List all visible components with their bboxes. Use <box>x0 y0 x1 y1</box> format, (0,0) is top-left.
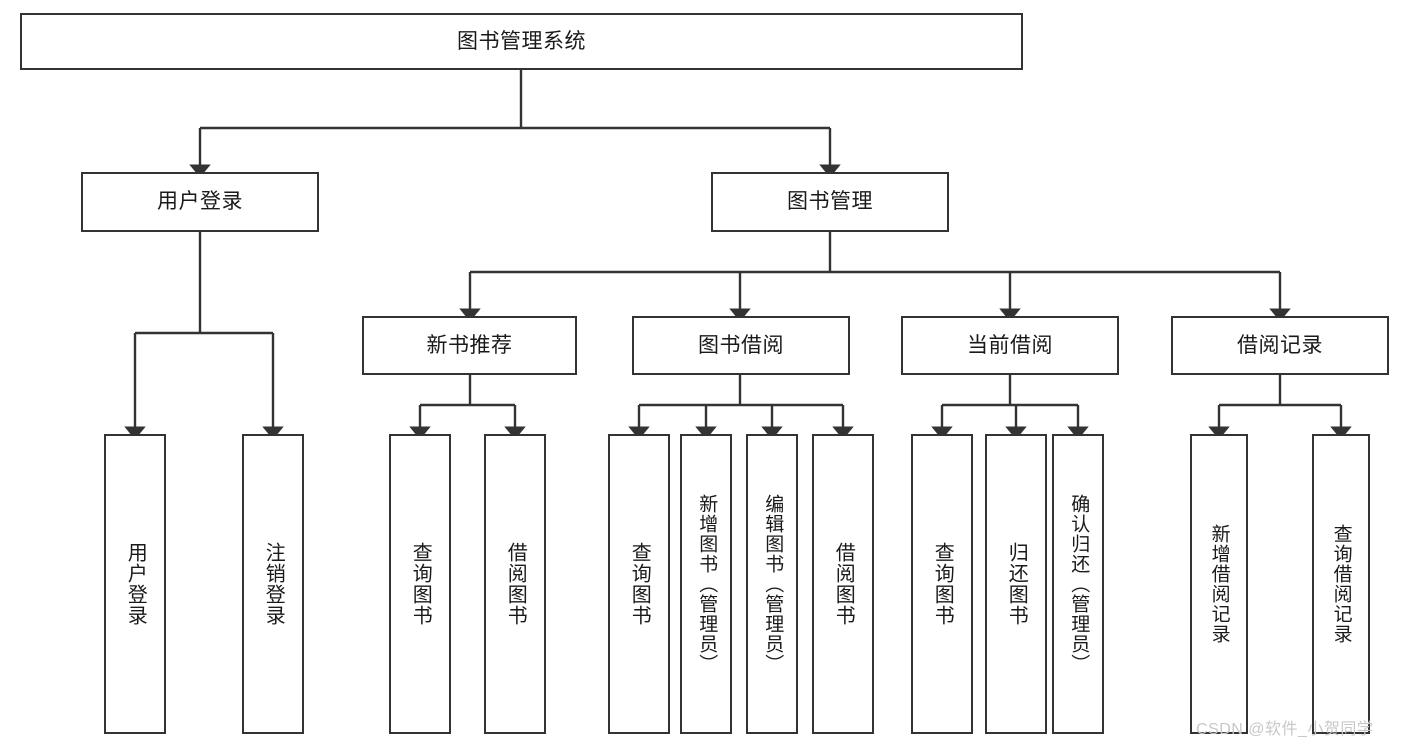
node-leaf-add-book-label: 新增图书（管理员） <box>696 494 718 674</box>
node-book-borrow[interactable]: 图书借阅 <box>632 316 850 375</box>
node-leaf-query-book-1-label: 查询图书 <box>409 542 432 626</box>
node-book-manage-label: 图书管理 <box>787 190 873 214</box>
node-leaf-query-book-3-label: 查询图书 <box>931 542 954 626</box>
node-current-borrow[interactable]: 当前借阅 <box>901 316 1119 375</box>
node-leaf-query-book-3[interactable]: 查询图书 <box>911 434 973 734</box>
node-new-book-rec[interactable]: 新书推荐 <box>362 316 577 375</box>
node-leaf-query-book-1[interactable]: 查询图书 <box>389 434 451 734</box>
node-leaf-edit-book[interactable]: 编辑图书（管理员） <box>746 434 798 734</box>
node-leaf-add-record-label: 新增借阅记录 <box>1208 524 1230 644</box>
node-leaf-return-book-label: 归还图书 <box>1005 542 1028 626</box>
node-book-borrow-label: 图书借阅 <box>698 333 784 357</box>
node-user-login[interactable]: 用户登录 <box>81 172 319 232</box>
node-current-borrow-label: 当前借阅 <box>967 333 1053 357</box>
node-leaf-user-login[interactable]: 用户登录 <box>104 434 166 734</box>
node-root[interactable]: 图书管理系统 <box>20 13 1023 70</box>
node-leaf-edit-book-label: 编辑图书（管理员） <box>762 494 784 674</box>
node-leaf-borrow-book-1-label: 借阅图书 <box>504 542 527 626</box>
node-leaf-query-book-2-label: 查询图书 <box>628 542 651 626</box>
node-leaf-add-record[interactable]: 新增借阅记录 <box>1190 434 1248 734</box>
node-leaf-confirm-return-label: 确认归还（管理员） <box>1068 494 1090 674</box>
node-leaf-query-record[interactable]: 查询借阅记录 <box>1312 434 1370 734</box>
node-leaf-user-login-label: 用户登录 <box>124 542 147 626</box>
node-leaf-borrow-book-2[interactable]: 借阅图书 <box>812 434 874 734</box>
node-leaf-borrow-book-1[interactable]: 借阅图书 <box>484 434 546 734</box>
node-borrow-record-label: 借阅记录 <box>1237 333 1323 357</box>
node-leaf-user-logout-label: 注销登录 <box>262 542 285 626</box>
node-user-login-label: 用户登录 <box>157 190 243 214</box>
node-leaf-query-record-label: 查询借阅记录 <box>1330 524 1352 644</box>
node-leaf-query-book-2[interactable]: 查询图书 <box>608 434 670 734</box>
node-leaf-confirm-return[interactable]: 确认归还（管理员） <box>1052 434 1104 734</box>
node-borrow-record[interactable]: 借阅记录 <box>1171 316 1389 375</box>
node-leaf-add-book[interactable]: 新增图书（管理员） <box>680 434 732 734</box>
node-leaf-borrow-book-2-label: 借阅图书 <box>832 542 855 626</box>
node-book-manage[interactable]: 图书管理 <box>711 172 949 232</box>
node-new-book-rec-label: 新书推荐 <box>426 333 513 357</box>
node-leaf-return-book[interactable]: 归还图书 <box>985 434 1047 734</box>
node-root-label: 图书管理系统 <box>457 29 586 53</box>
node-leaf-user-logout[interactable]: 注销登录 <box>242 434 304 734</box>
